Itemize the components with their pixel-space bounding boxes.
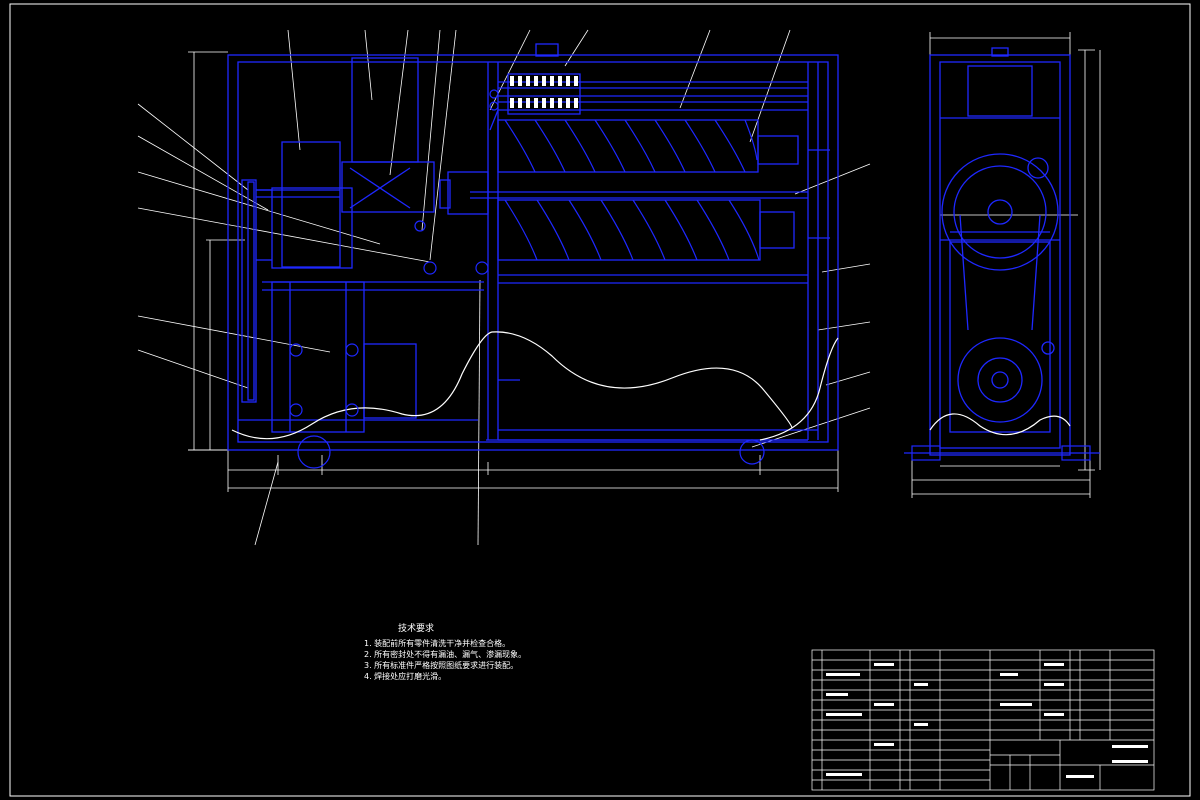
front-break-lines xyxy=(231,331,839,441)
sheet-border xyxy=(9,3,1191,797)
front-view xyxy=(137,29,871,546)
technical-requirements: 技术要求 1. 装配前所有零件清洗干净并检查合格。 2. 所有密封处不得有漏油、… xyxy=(364,624,604,682)
technical-requirements-title: 技术要求 xyxy=(398,624,435,634)
front-machine-outline xyxy=(227,43,839,451)
technical-requirement-3: 3. 所有标准件严格按照图纸要求进行装配。 xyxy=(364,661,519,670)
front-hubs xyxy=(289,89,765,469)
screw-flights-upper xyxy=(504,119,760,261)
front-dimension-lines xyxy=(137,29,871,546)
technical-requirement-2: 2. 所有密封处不得有漏油、漏气、渗漏现象。 xyxy=(364,650,527,659)
roller-comb xyxy=(510,76,578,108)
side-dimension-lines xyxy=(911,32,1101,498)
side-view xyxy=(904,32,1101,498)
side-machine-outline xyxy=(929,47,1071,456)
technical-requirement-1: 1. 装配前所有零件清洗干净并检查合格。 xyxy=(364,639,511,648)
technical-requirement-4: 4. 焊接处应打磨光滑。 xyxy=(364,672,447,681)
side-break-lines xyxy=(929,413,1071,436)
title-block-fill-marks xyxy=(826,663,1148,778)
side-feet xyxy=(904,445,1100,461)
title-block xyxy=(811,649,1155,791)
